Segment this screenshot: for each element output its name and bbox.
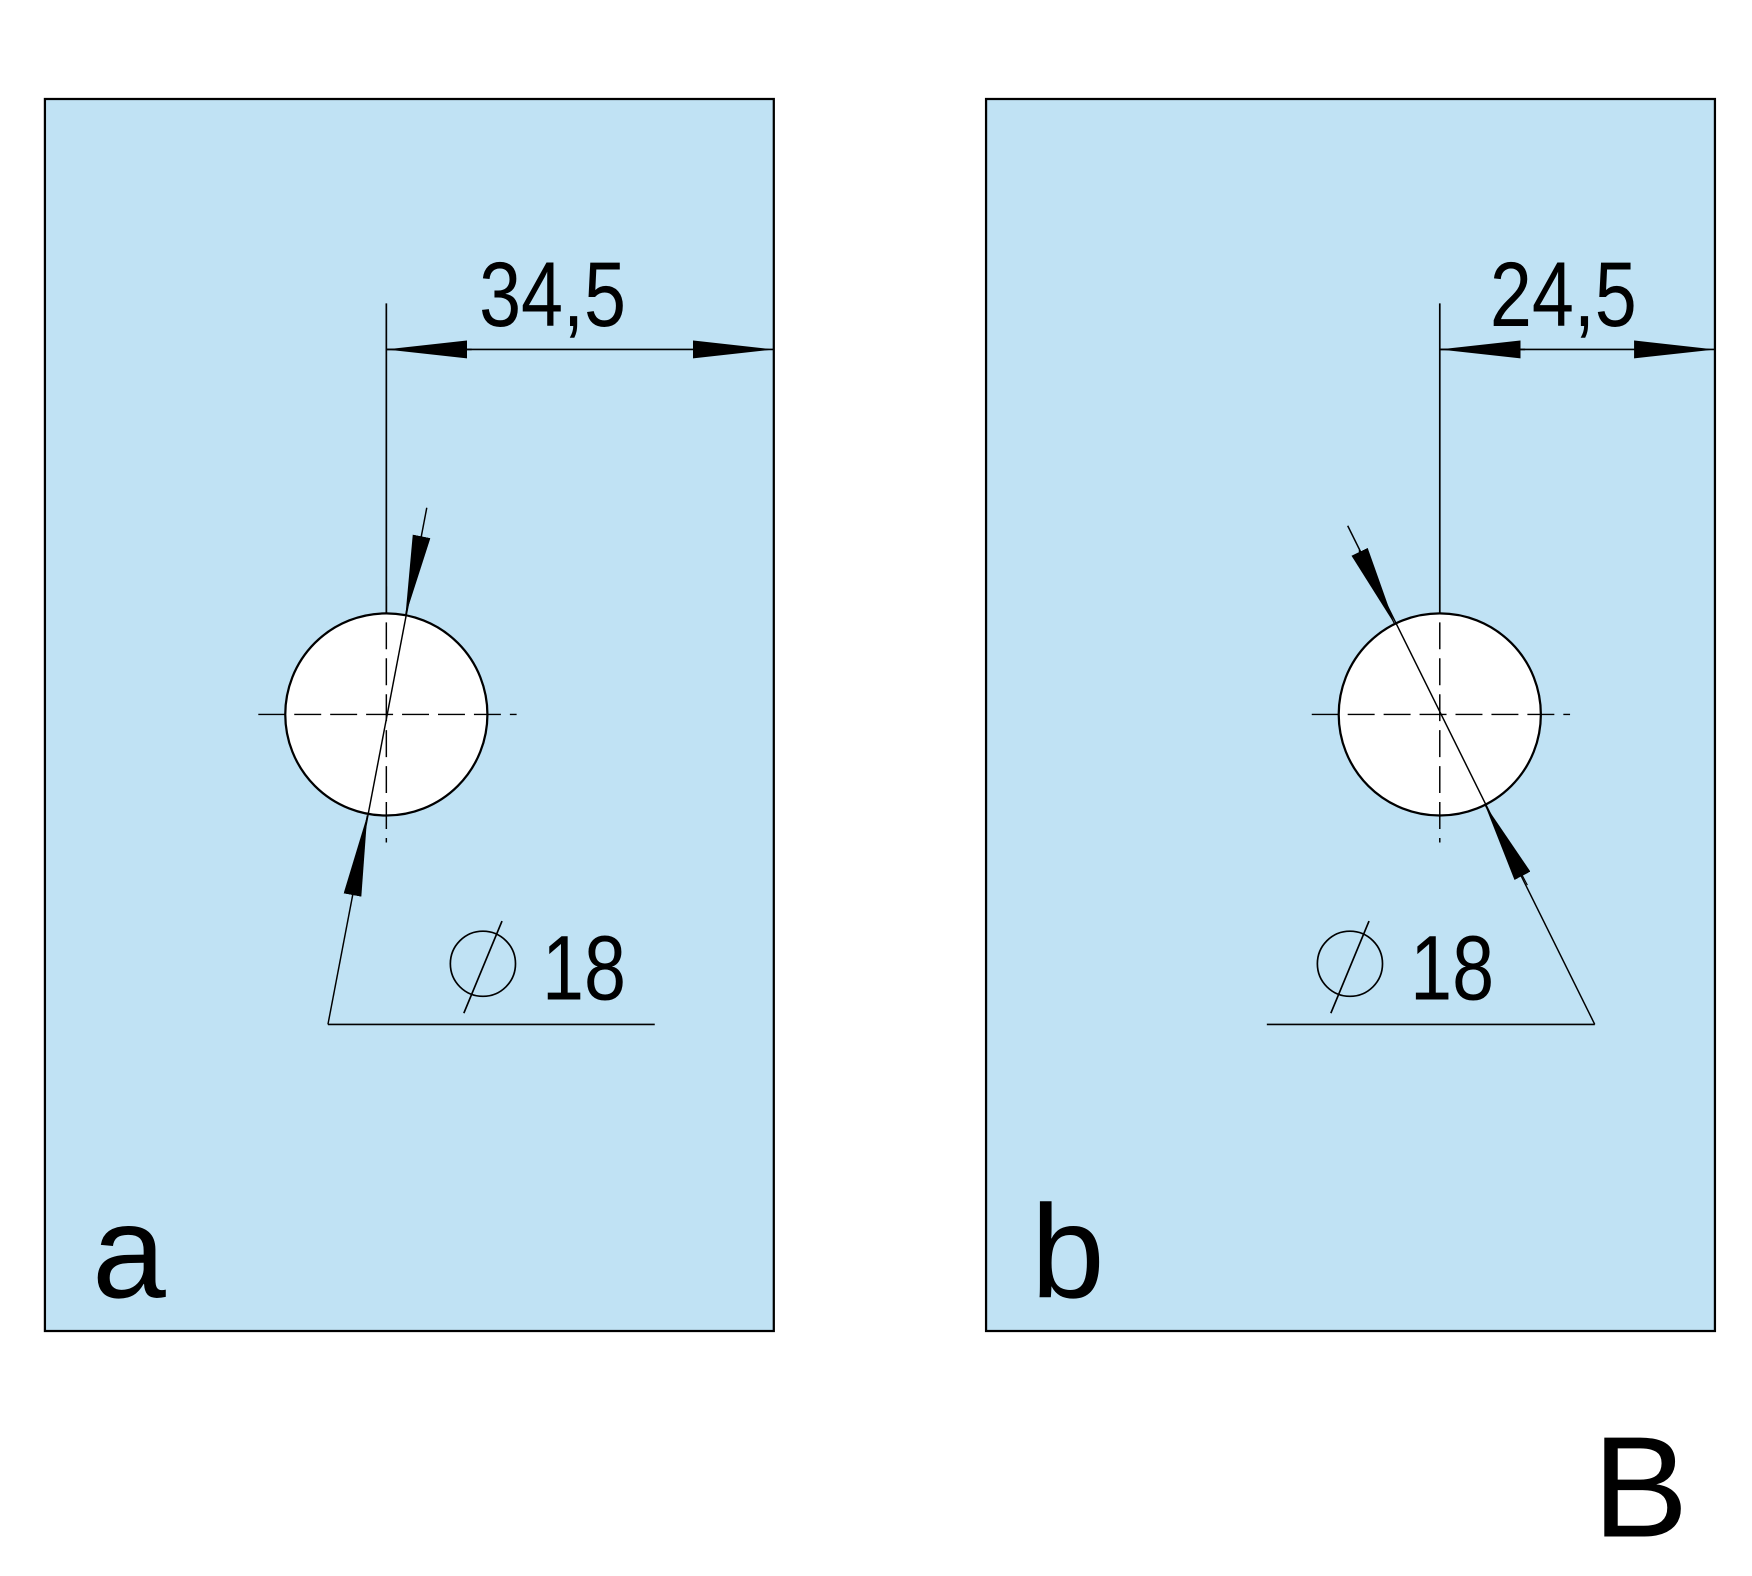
panel-label: a <box>92 1178 166 1326</box>
figure-label: B <box>1593 1408 1689 1568</box>
offset-dimension-text: 24,5 <box>1490 243 1637 346</box>
diameter-symbol-icon <box>1316 920 1384 1014</box>
panel-b: 24,5 18 b <box>984 97 1717 1333</box>
diameter-value-text: 18 <box>1410 917 1494 1020</box>
diameter-symbol-icon <box>449 920 517 1014</box>
panel-a: 34,5 18 a <box>43 97 775 1333</box>
diameter-value-text: 18 <box>542 917 626 1020</box>
offset-dimension-text: 34,5 <box>479 243 626 346</box>
panel-label: b <box>1031 1178 1105 1326</box>
